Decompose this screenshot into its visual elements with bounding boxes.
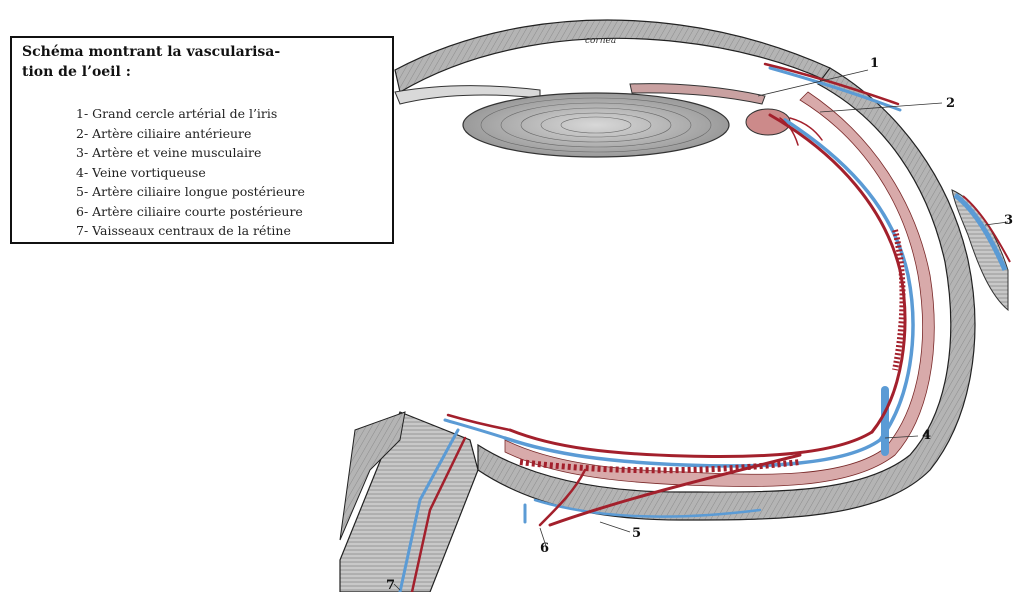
callout-6: 6 xyxy=(540,541,549,556)
legend-title-line2: tion de l’oeil : xyxy=(22,62,392,82)
legend-box: Schéma montrant la vascularisa- tion de … xyxy=(10,36,394,244)
legend-item: 4- Veine vortiqueuse xyxy=(76,163,305,183)
legend-item: 1- Grand cercle artérial de l’iris xyxy=(76,104,305,124)
callout-3: 3 xyxy=(1004,213,1013,228)
legend-title: Schéma montrant la vascularisa- tion de … xyxy=(22,42,392,82)
cornea-label: cornea xyxy=(585,36,616,46)
callout-2: 2 xyxy=(946,96,955,111)
legend-item: 6- Artère ciliaire courte postérieure xyxy=(76,202,305,222)
legend-item: 5- Artère ciliaire longue postérieure xyxy=(76,182,305,202)
callout-4: 4 xyxy=(922,428,931,443)
capillary-pattern-right xyxy=(895,230,903,370)
lens-shape xyxy=(463,93,729,157)
legend-item: 3- Artère et veine musculaire xyxy=(76,143,305,163)
legend-list: 1- Grand cercle artérial de l’iris 2- Ar… xyxy=(76,104,305,241)
legend-item: 7- Vaisseaux centraux de la rétine xyxy=(76,221,305,241)
cornea-shape xyxy=(395,20,830,92)
legend-item: 2- Artère ciliaire antérieure xyxy=(76,124,305,144)
callout-7: 7 xyxy=(386,578,395,593)
callout-5: 5 xyxy=(632,526,641,541)
callout-1: 1 xyxy=(870,56,879,71)
legend-title-line1: Schéma montrant la vascularisa- xyxy=(22,42,392,62)
